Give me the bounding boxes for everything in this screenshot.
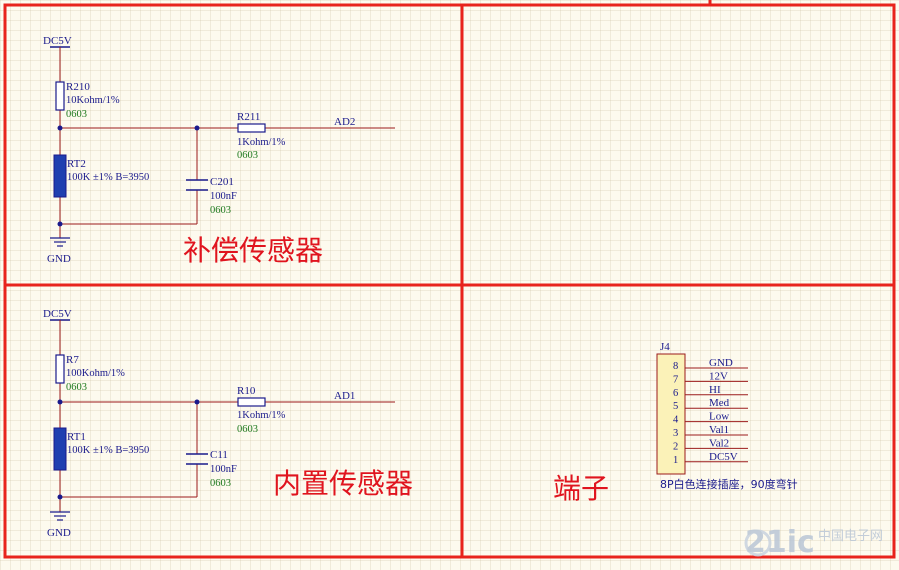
watermark-logo-icon xyxy=(744,529,772,557)
watermark-site: 中国电子网 xyxy=(818,529,883,544)
net-label: AD1 xyxy=(334,390,355,402)
pin-number: 3 xyxy=(673,428,678,439)
section-title: 端子 xyxy=(553,472,609,505)
power-label: DC5V xyxy=(43,35,72,47)
thermistor-rt xyxy=(53,427,67,471)
junction-dot xyxy=(57,125,63,131)
r-top-value: 100Kohm/1% xyxy=(66,368,125,379)
junction-dot xyxy=(57,221,63,227)
r-top-package: 0603 xyxy=(66,109,87,120)
connector-pin-row: 7 12V xyxy=(673,370,748,385)
junction-dot xyxy=(194,125,200,131)
thermistor-rt xyxy=(53,154,67,198)
pin-signal: 12V xyxy=(709,370,728,382)
connector-pin-row: 3 Val1 xyxy=(673,424,748,439)
pin-signal: Val2 xyxy=(709,437,729,449)
junction-dot xyxy=(194,399,200,405)
r-series-designator: R211 xyxy=(237,111,260,123)
rt-designator: RT1 xyxy=(67,431,86,443)
rt-value: 100K ±1% B=3950 xyxy=(67,172,149,183)
pin-signal: Med xyxy=(709,397,730,409)
frame-top-right xyxy=(460,3,896,287)
circuit-compensation: DC5V R210 10Kohm/1% 0603 RT2 100K ±1% B=… xyxy=(43,35,395,267)
section-title: 内置传感器 xyxy=(273,467,413,500)
pin-signal: GND xyxy=(709,357,733,369)
r-series-package: 0603 xyxy=(237,424,258,435)
pin-number: 7 xyxy=(673,374,678,385)
section-title: 补偿传感器 xyxy=(183,234,323,267)
pin-number: 2 xyxy=(673,441,678,452)
cap-designator: C11 xyxy=(210,449,228,461)
ground-symbol xyxy=(50,511,70,521)
pin-signal: Low xyxy=(709,411,729,423)
connector-pin-row: 5 Med xyxy=(673,397,748,412)
cap-package: 0603 xyxy=(210,205,231,216)
pin-signal: Val1 xyxy=(709,424,729,436)
cap-package: 0603 xyxy=(210,478,231,489)
cap-designator: C201 xyxy=(210,176,234,188)
resistor-r-top xyxy=(55,81,65,111)
pin-number: 1 xyxy=(673,455,678,466)
cap-value: 100nF xyxy=(210,191,237,202)
rt-designator: RT2 xyxy=(67,158,86,170)
r-series-designator: R10 xyxy=(237,385,256,397)
ground-symbol xyxy=(50,237,70,247)
rt-value: 100K ±1% B=3950 xyxy=(67,445,149,456)
pin-number: 5 xyxy=(673,401,678,412)
gnd-label: GND xyxy=(47,253,71,265)
r-top-designator: R210 xyxy=(66,81,90,93)
r-top-designator: R7 xyxy=(66,354,79,366)
connector-designator: J4 xyxy=(660,341,670,353)
frame-terminal xyxy=(460,283,896,559)
r-series-value: 1Kohm/1% xyxy=(237,137,286,148)
connector-body xyxy=(656,353,686,475)
r-top-package: 0603 xyxy=(66,382,87,393)
pin-number: 6 xyxy=(673,388,678,399)
section-frames xyxy=(3,3,896,559)
connector-pin-row: 2 Val2 xyxy=(673,437,748,452)
connector-pin-row: 1 DC5V xyxy=(673,451,748,466)
power-label: DC5V xyxy=(43,308,72,320)
pin-number: 8 xyxy=(673,361,678,372)
pin-signal: DC5V xyxy=(709,451,738,463)
watermark-brand: 21ic xyxy=(745,525,815,560)
watermark: 21ic 中国电子网 xyxy=(744,525,883,560)
net-label: AD2 xyxy=(334,116,355,128)
wires xyxy=(59,47,395,238)
terminal-connector: J4 8 GND 7 12V 6 HI 5 Med 4 Low 3 Val1 2 Val2 1 DC5V 8P… xyxy=(553,341,798,505)
resistor-r-series xyxy=(237,123,266,133)
connector-description: 8P白色连接插座，90度弯针 xyxy=(660,477,798,491)
wires xyxy=(59,320,395,512)
connector-pin-row: 6 HI xyxy=(673,384,748,399)
cap-value: 100nF xyxy=(210,464,237,475)
r-top-value: 10Kohm/1% xyxy=(66,95,120,106)
junction-dot xyxy=(57,399,63,405)
gnd-label: GND xyxy=(47,527,71,539)
pin-number: 4 xyxy=(673,415,679,426)
r-series-package: 0603 xyxy=(237,150,258,161)
circuit-builtin: DC5V R7 100Kohm/1% 0603 RT1 100K ±1% B=3… xyxy=(43,308,413,539)
pin-signal: HI xyxy=(709,384,721,396)
r-series-value: 1Kohm/1% xyxy=(237,410,286,421)
connector-pin-row: 8 GND xyxy=(673,357,748,372)
junction-dot xyxy=(57,494,63,500)
resistor-r-series xyxy=(237,397,266,407)
frame-builtin xyxy=(3,283,464,559)
resistor-r-top xyxy=(55,354,65,384)
connector-pins: 8 GND 7 12V 6 HI 5 Med 4 Low 3 Val1 2 Val2 1 DC5V xyxy=(673,357,748,466)
connector-pin-row: 4 Low xyxy=(673,411,748,426)
